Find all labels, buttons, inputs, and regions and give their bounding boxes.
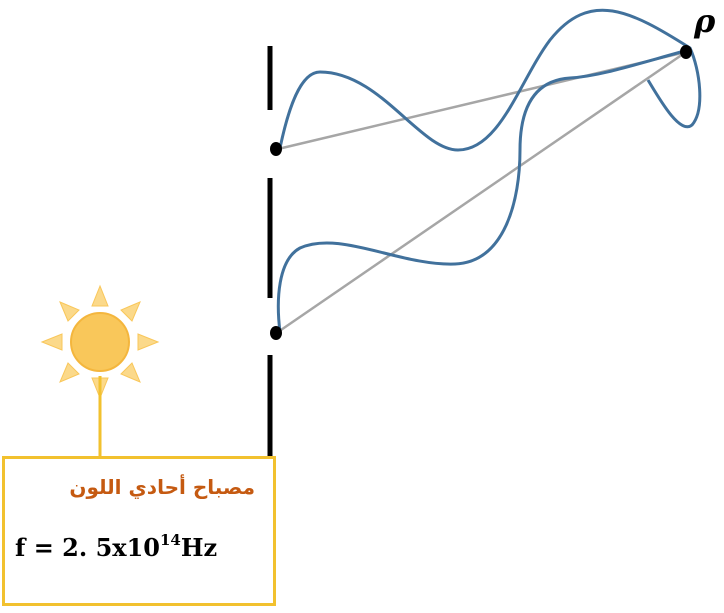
path-line-lower-slit	[277, 50, 687, 334]
sun-icon	[40, 284, 160, 400]
formula-equals: =	[33, 533, 54, 562]
point-rho-marker	[680, 45, 692, 59]
formula-lhs: f	[15, 533, 26, 562]
formula-unit: Hz	[180, 533, 218, 562]
upper-slit-point	[270, 142, 282, 156]
formula-exponent: 14	[159, 531, 181, 549]
formula-mantissa: 2. 5x10	[62, 533, 160, 562]
wave-upper-slit	[278, 8, 702, 152]
lower-slit-point	[270, 326, 282, 340]
source-label-box: مصباح أحادي اللون f = 2. 5x1014Hz	[2, 456, 276, 606]
source-name: مصباح أحادي اللون	[69, 475, 255, 499]
wave-lower-slit	[276, 48, 689, 333]
frequency-formula: f = 2. 5x1014Hz	[15, 531, 217, 562]
point-label: ρ	[694, 2, 716, 40]
